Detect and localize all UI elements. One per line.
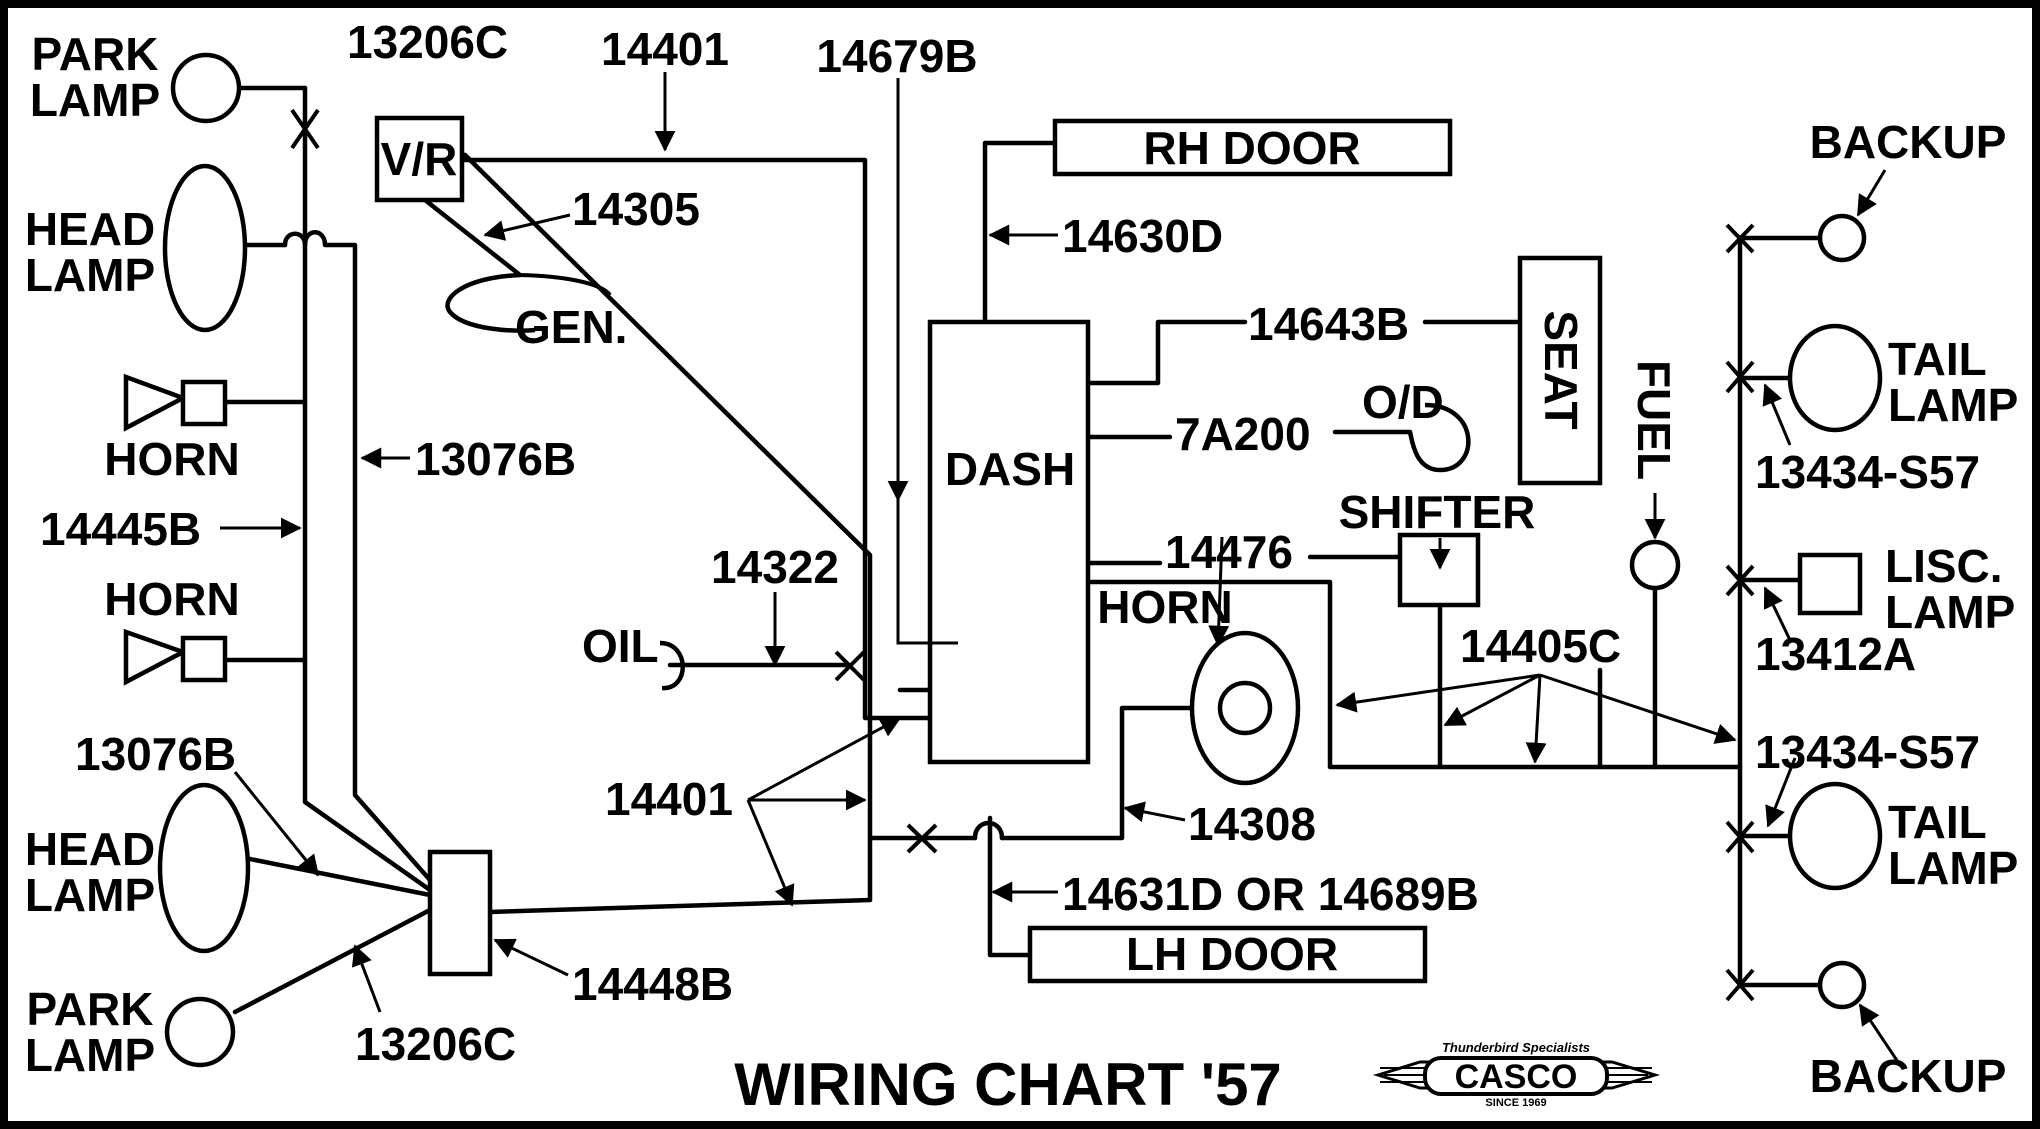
head-lamp-bottom-line2: LAMP <box>25 869 155 921</box>
logo-since: SINCE 1969 <box>1485 1097 1546 1109</box>
head-lamp-bottom-shape <box>157 782 251 954</box>
shifter-label: SHIFTER <box>1339 486 1536 538</box>
dash-box <box>927 319 1091 765</box>
rear-harness <box>1737 235 1823 988</box>
voltage-regulator-box <box>374 115 465 203</box>
wire-label-13434-bottom: 13434-S57 <box>1755 726 1980 778</box>
logo-name: CASCO <box>1455 1058 1578 1096</box>
tail-lamp-top-shape <box>1787 323 1883 433</box>
lisc-lamp-line2: LAMP <box>1885 586 2015 638</box>
wire-label-13434-top: 13434-S57 <box>1755 446 1980 498</box>
fuel-label: FUEL <box>1628 360 1680 480</box>
chart-title: WIRING CHART '57 <box>734 1051 1282 1118</box>
voltage-regulator-label: V/R <box>381 133 458 185</box>
dash-label: DASH <box>945 443 1075 495</box>
tail-lamp-bottom-line1: TAIL <box>1888 796 1987 848</box>
wire-label-14631d: 14631D OR 14689B <box>1062 868 1479 920</box>
junction-block-14448b <box>427 849 493 977</box>
wire-label-7a200: 7A200 <box>1175 408 1311 460</box>
oil-label: OIL <box>582 620 659 672</box>
lisc-lamp-label: LISC.LAMP <box>1885 540 2015 638</box>
wire-label-14305: 14305 <box>572 183 700 235</box>
label-arrows <box>220 72 1902 1066</box>
backup-top-label: BACKUP <box>1810 116 2007 168</box>
oil-sender-icon <box>659 640 685 691</box>
generator-shape <box>445 272 536 333</box>
lisc-lamp-line1: LISC. <box>1885 540 2003 592</box>
backup-top-bulb <box>1817 213 1867 263</box>
connector-marks <box>290 108 1755 1002</box>
tail-lamp-bottom-line2: LAMP <box>1888 842 2018 894</box>
center-harness <box>897 140 1743 958</box>
tail-lamp-top-line1: TAIL <box>1888 333 1987 385</box>
wire-label-13076b-low: 13076B <box>75 728 236 780</box>
horn-center-button <box>1217 680 1273 736</box>
wire-label-14322: 14322 <box>711 541 839 593</box>
wire-label-14405c: 14405C <box>1460 620 1621 672</box>
wire-label-13076b-mid: 13076B <box>415 433 576 485</box>
wire-label-14401-low: 14401 <box>605 773 733 825</box>
horn-center-label: HORN <box>1097 581 1232 633</box>
fuel-sender-icon <box>1629 539 1681 591</box>
park-lamp-top-bulb <box>170 52 242 124</box>
head-lamp-top-line2: LAMP <box>25 249 155 301</box>
wire-label-13412a: 13412A <box>1755 628 1916 680</box>
park-lamp-top-line2: LAMP <box>30 74 160 126</box>
generator-label: GEN. <box>515 301 627 353</box>
seat-box <box>1517 255 1603 486</box>
wire-label-14448b: 14448B <box>572 958 733 1010</box>
wire-label-14476: 14476 <box>1165 526 1293 578</box>
lh-door-label: LH DOOR <box>1126 928 1338 980</box>
head-lamp-top-line1: HEAD <box>25 203 155 255</box>
horn-1-label: HORN <box>104 433 239 485</box>
seat-label: SEAT <box>1535 310 1587 429</box>
wire-label-14643b: 14643B <box>1248 298 1409 350</box>
rh-door-label: RH DOOR <box>1143 122 1360 174</box>
horn-2-icon <box>123 628 228 686</box>
wire-label-14630d: 14630D <box>1062 210 1223 262</box>
tail-lamp-bottom-shape <box>1787 781 1883 891</box>
overdrive-label: O/D <box>1362 376 1444 428</box>
front-harness <box>222 85 873 1015</box>
park-lamp-bottom-line1: PARK <box>27 983 154 1035</box>
wire-label-13206c-bottom: 13206C <box>355 1018 516 1070</box>
casco-logo: Thunderbird Specialists CASCO SINCE 1969 <box>1372 1040 1661 1109</box>
wire-label-14679b: 14679B <box>816 30 977 82</box>
rh-door-box <box>1052 118 1453 177</box>
wire-label-14308: 14308 <box>1188 798 1316 850</box>
backup-bottom-label: BACKUP <box>1810 1050 2007 1102</box>
horn-1-icon <box>123 373 228 432</box>
park-lamp-bottom-line2: LAMP <box>25 1029 155 1081</box>
wire-label-14445b: 14445B <box>40 503 201 555</box>
lh-door-box <box>1027 925 1428 984</box>
head-lamp-bottom-line1: HEAD <box>25 823 155 875</box>
wire-label-14401-top: 14401 <box>601 23 729 75</box>
park-lamp-top-line1: PARK <box>32 28 159 80</box>
wire-label-13206c-top: 13206C <box>347 16 508 68</box>
lisc-lamp-box <box>1797 552 1863 616</box>
head-lamp-top-shape <box>162 163 248 333</box>
park-lamp-bottom-bulb <box>164 996 236 1068</box>
tail-lamp-top-line2: LAMP <box>1888 379 2018 431</box>
logo-tagline: Thunderbird Specialists <box>1442 1040 1590 1055</box>
overdrive-icon <box>1407 402 1471 473</box>
backup-bottom-bulb <box>1817 960 1867 1010</box>
horn-2-label: HORN <box>104 573 239 625</box>
